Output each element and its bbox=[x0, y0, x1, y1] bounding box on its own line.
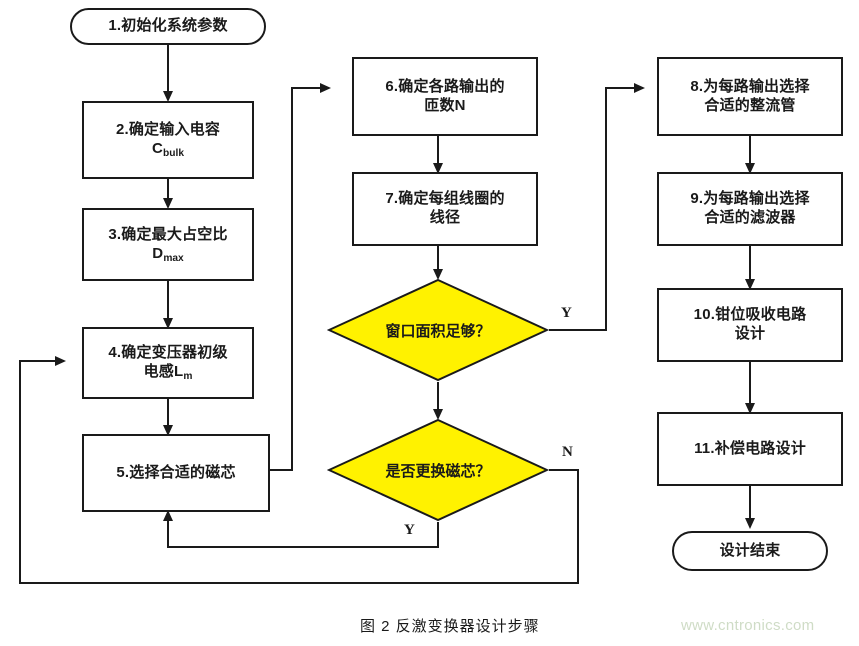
node-step7[interactable]: 7.确定每组线圈的 线径 bbox=[352, 172, 538, 246]
node-step9-label: 9.为每路输出选择 合适的滤波器 bbox=[690, 190, 810, 226]
node-end-label: 设计结束 bbox=[719, 541, 781, 559]
decision1-shape bbox=[327, 278, 549, 382]
node-step2-label: 2.确定输入电容 Cbulk bbox=[115, 121, 221, 160]
node-step4[interactable]: 4.确定变压器初级 电感Lm bbox=[82, 327, 254, 399]
node-step8[interactable]: 8.为每路输出选择 合适的整流管 bbox=[657, 57, 843, 136]
node-step3-label: 3.确定最大占空比 Dmax bbox=[108, 225, 228, 264]
edge-label-decision2-yes: Y bbox=[404, 522, 415, 538]
node-decision2[interactable]: 是否更换磁芯？ bbox=[327, 418, 549, 522]
figure-caption: 图 2 反激变换器设计步骤 bbox=[360, 618, 540, 635]
node-decision1-label: 窗口面积足够？ bbox=[385, 322, 491, 340]
node-step6[interactable]: 6.确定各路输出的 匝数N bbox=[352, 57, 538, 136]
site-watermark: www.cntronics.com bbox=[681, 617, 815, 634]
node-step5-label: 5.选择合适的磁芯 bbox=[116, 463, 236, 481]
node-step8-label: 8.为每路输出选择 合适的整流管 bbox=[690, 77, 810, 114]
node-step11-label: 11.补偿电路设计 bbox=[694, 439, 806, 457]
node-decision1[interactable]: 窗口面积足够？ bbox=[327, 278, 549, 382]
node-step4-label: 4.确定变压器初级 电感Lm bbox=[108, 344, 228, 383]
node-step10-label: 10.钳位吸收电路 设计 bbox=[693, 306, 807, 342]
node-step11[interactable]: 11.补偿电路设计 bbox=[657, 412, 843, 486]
node-step5[interactable]: 5.选择合适的磁芯 bbox=[82, 434, 270, 512]
node-decision2-label: 是否更换磁芯？ bbox=[385, 462, 491, 480]
node-step10[interactable]: 10.钳位吸收电路 设计 bbox=[657, 288, 843, 362]
node-step3[interactable]: 3.确定最大占空比 Dmax bbox=[82, 208, 254, 281]
node-step9[interactable]: 9.为每路输出选择 合适的滤波器 bbox=[657, 172, 843, 246]
node-step7-label: 7.确定每组线圈的 线径 bbox=[385, 190, 505, 226]
node-step2[interactable]: 2.确定输入电容 Cbulk bbox=[82, 101, 254, 179]
node-start-label: 1.初始化系统参数 bbox=[108, 17, 228, 35]
decision2-shape bbox=[327, 418, 549, 522]
node-step6-label: 6.确定各路输出的 匝数N bbox=[385, 77, 505, 114]
edge-decision1-yes-to-step8 bbox=[549, 83, 645, 331]
edge-label-decision2-no: N bbox=[562, 444, 573, 460]
edge-step5-to-step6 bbox=[270, 83, 331, 471]
node-start[interactable]: 1.初始化系统参数 bbox=[70, 8, 266, 45]
node-end[interactable]: 设计结束 bbox=[672, 531, 828, 571]
edge-label-decision1-yes: Y bbox=[561, 305, 572, 321]
